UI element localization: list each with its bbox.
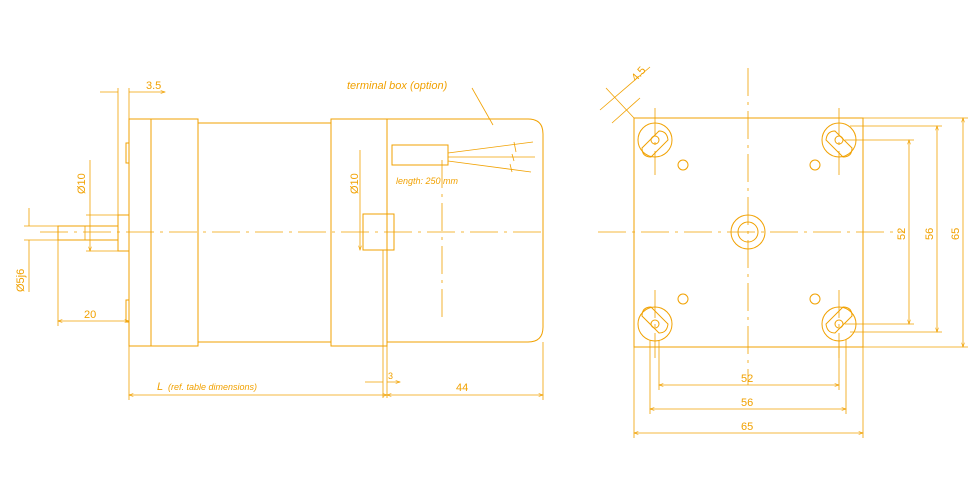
pilot-boss bbox=[117, 214, 130, 252]
motor-body bbox=[197, 122, 332, 343]
front-pilot-inner bbox=[737, 221, 759, 243]
dim-rear-label: Ø10 bbox=[349, 173, 361, 194]
dim-L-note: (ref. table dimensions) bbox=[168, 382, 257, 392]
aux-hole-bottom-right bbox=[809, 293, 821, 305]
dim-h56-label: 56 bbox=[741, 397, 753, 409]
dim-v52-extension bbox=[845, 139, 914, 325]
dim-h52-extension bbox=[658, 340, 840, 390]
dim-20-label: 20 bbox=[84, 309, 96, 321]
dim-h56-extension bbox=[649, 340, 847, 414]
dim-v56-label: 56 bbox=[924, 228, 936, 240]
dim-L-label: L bbox=[157, 381, 163, 393]
side-view: 3.5 Ø10 Ø5j6 20 Ø10 3 L (ref. table dime… bbox=[15, 80, 545, 400]
dim-4-5-ticks bbox=[605, 87, 635, 119]
front-pilot-outer bbox=[730, 214, 766, 250]
cable-gland bbox=[391, 144, 449, 166]
dim-4-5-line bbox=[599, 66, 651, 124]
dim-h52-label: 52 bbox=[741, 373, 753, 385]
dim-shaft-extension bbox=[24, 225, 58, 241]
output-shaft bbox=[57, 225, 119, 241]
dim-3-extension bbox=[382, 250, 388, 398]
dim-v52-label: 52 bbox=[896, 228, 908, 240]
terminal-box-label: terminal box (option) bbox=[347, 80, 448, 92]
aux-hole-bottom-left bbox=[677, 293, 689, 305]
aux-hole-top-left bbox=[677, 159, 689, 171]
dim-3-label: 3 bbox=[388, 371, 393, 381]
dim-pilot-extension bbox=[86, 214, 118, 252]
flange-pin-bottom bbox=[125, 299, 130, 323]
cable-wire-3 bbox=[447, 160, 532, 173]
cable-wire-1 bbox=[447, 141, 534, 154]
dim-44-label: 44 bbox=[456, 382, 468, 394]
dim-4-5-label: 4.5 bbox=[629, 65, 648, 84]
gearbox-block bbox=[150, 118, 199, 347]
cable-wire-ends bbox=[509, 141, 517, 173]
front-view: 4.5 52 56 65 52 56 65 bbox=[598, 65, 968, 438]
dim-3-5-label: 3.5 bbox=[146, 80, 161, 92]
terminal-box-leader bbox=[471, 87, 494, 126]
dim-v65-extension bbox=[863, 117, 968, 348]
rear-cap bbox=[330, 118, 388, 347]
dim-v65-label: 65 bbox=[950, 228, 962, 240]
flange-pin-top bbox=[125, 142, 130, 164]
dim-h65-label: 65 bbox=[741, 421, 753, 433]
hole-centerlines bbox=[654, 108, 840, 358]
terminal-box bbox=[387, 118, 544, 343]
aux-hole-top-right bbox=[809, 159, 821, 171]
dim-h65-extension bbox=[633, 347, 864, 438]
front-flange bbox=[128, 118, 152, 347]
rear-boss bbox=[362, 213, 395, 251]
dim-pilot-label: Ø10 bbox=[76, 173, 88, 194]
cable-length-label: length: 250 mm bbox=[396, 176, 459, 186]
dim-v56-extension bbox=[850, 125, 942, 333]
dim-shaft-label: Ø5j6 bbox=[15, 269, 27, 292]
front-flange-outline bbox=[633, 117, 864, 348]
